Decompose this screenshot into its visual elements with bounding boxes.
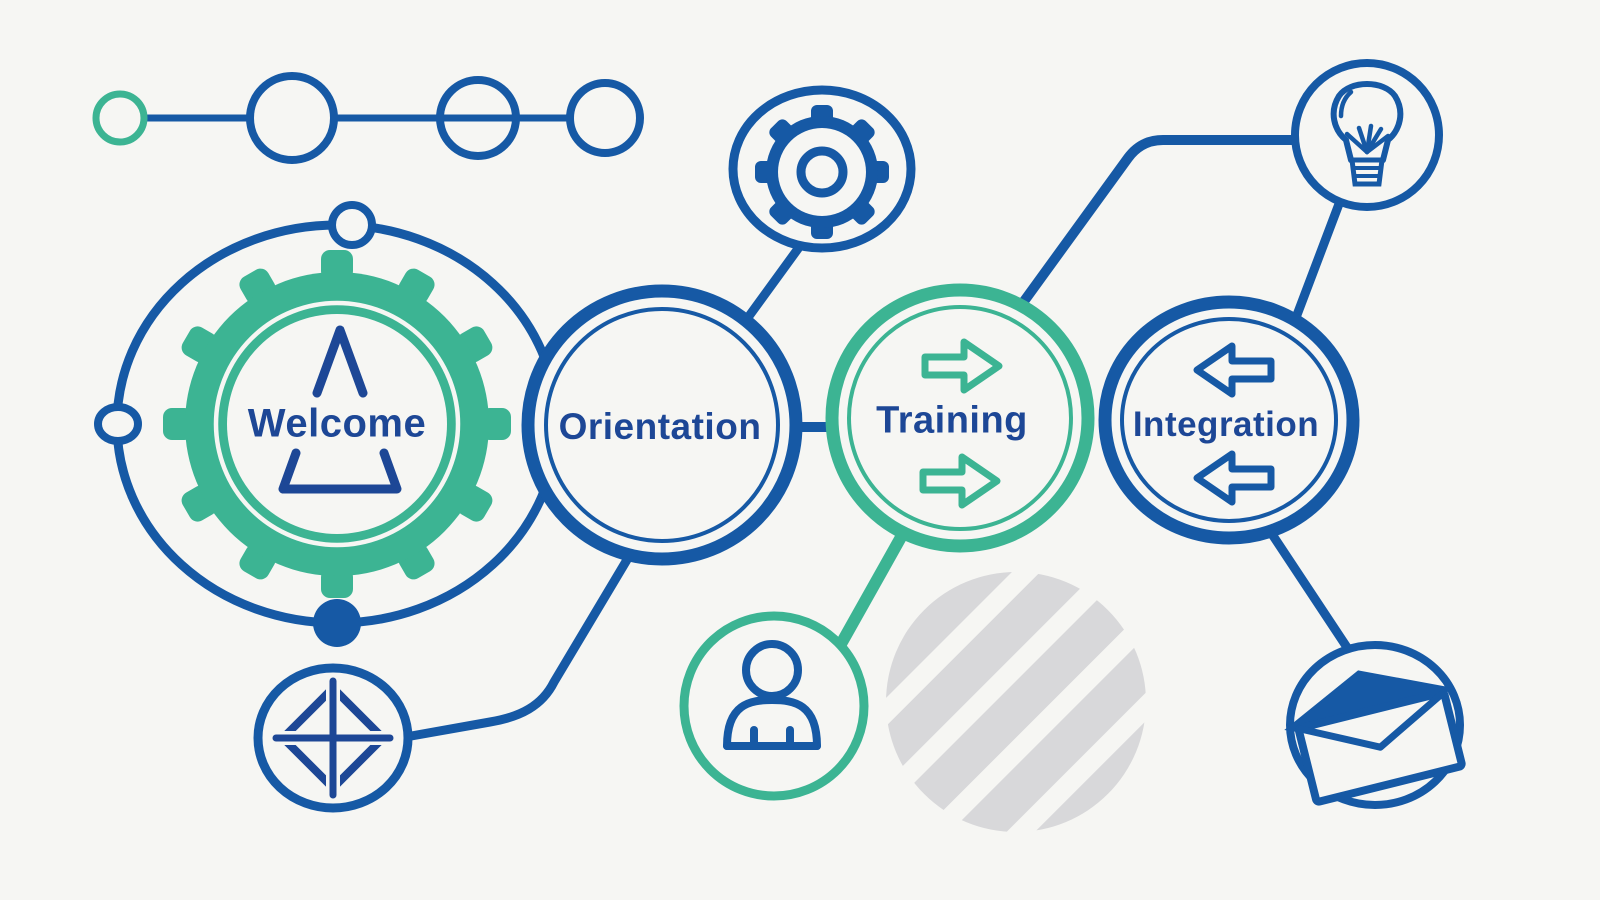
training-to-lightbulb-line xyxy=(1009,135,1315,320)
stepper-circle-4 xyxy=(566,79,644,157)
integration-node xyxy=(1098,295,1360,545)
welcome-ring-top-circle xyxy=(328,201,376,249)
orientation-inner-ring xyxy=(544,307,780,543)
training-inner-ring xyxy=(847,305,1073,531)
gear-icon xyxy=(755,105,889,239)
lightbulb-icon xyxy=(1330,81,1404,187)
diamond-node xyxy=(253,663,413,813)
orientation-node xyxy=(521,284,803,566)
training-label: Training xyxy=(876,399,1028,442)
welcome-ring-left-circle xyxy=(94,403,142,445)
welcome-label: Welcome xyxy=(247,401,427,446)
person-icon xyxy=(723,640,821,750)
orientation-label: Orientation xyxy=(558,406,762,447)
lightbulb-node xyxy=(1291,59,1443,211)
lightbulb-circle xyxy=(1291,59,1443,211)
orientation-to-diamond-line xyxy=(395,533,645,743)
integration-ring xyxy=(1098,295,1360,545)
integration-to-envelope-line xyxy=(1255,511,1367,675)
person-node xyxy=(679,611,869,801)
arrow-left-icon xyxy=(1193,450,1275,506)
progress-stepper xyxy=(92,72,644,164)
diamond-compass-icon xyxy=(272,677,394,799)
orientation-ring xyxy=(521,284,803,566)
integration-inner-ring xyxy=(1120,317,1338,523)
stepper-circle-3 xyxy=(436,76,520,160)
welcome-node xyxy=(94,201,562,647)
person-circle xyxy=(679,611,869,801)
welcome-ring-bottom-dot xyxy=(313,599,361,647)
training-to-person-line xyxy=(835,524,911,650)
arrow-left-icon xyxy=(1193,342,1275,398)
triangle-icon xyxy=(278,325,402,494)
training-node xyxy=(825,283,1095,553)
integration-label: Integration xyxy=(1132,405,1320,444)
arrow-right-icon xyxy=(919,453,1001,509)
gear-node xyxy=(728,85,916,253)
stepper-circle-1 xyxy=(92,90,148,146)
envelope-icon xyxy=(1284,670,1466,806)
training-ring xyxy=(825,283,1095,553)
welcome-gear-icon xyxy=(163,250,511,598)
envelope-node xyxy=(1284,641,1466,809)
arrow-right-icon xyxy=(921,338,1003,394)
striped-circle xyxy=(886,572,1146,832)
stepper-circle-2 xyxy=(246,72,338,164)
